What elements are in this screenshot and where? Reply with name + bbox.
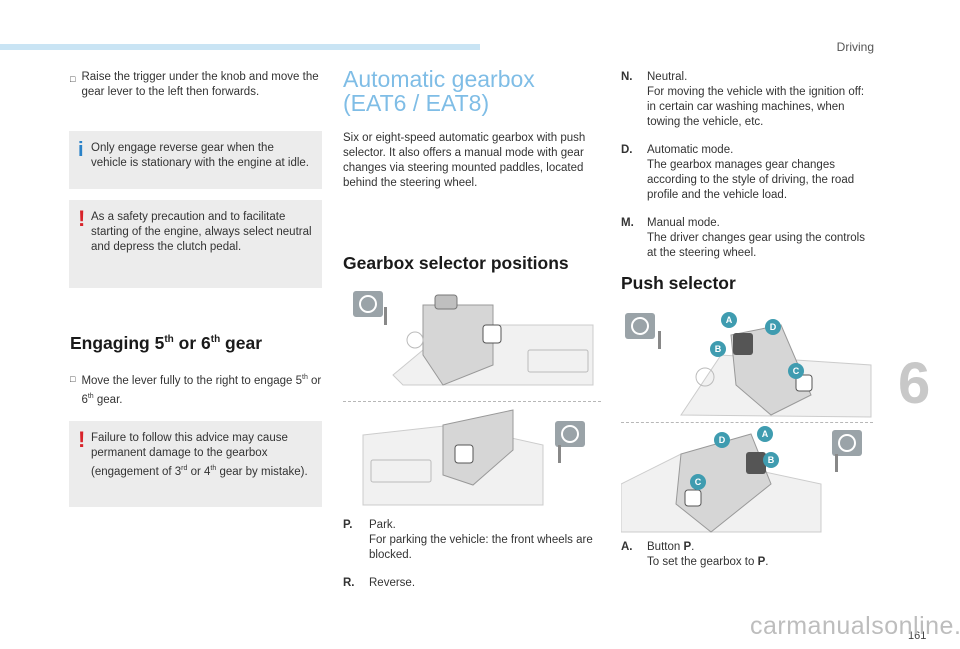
label-c-badge-2: C (695, 477, 702, 487)
label-c-badge: C (793, 366, 800, 376)
label-a-badge: A (726, 315, 733, 325)
position-d: D. Automatic mode.The gearbox manages ge… (621, 144, 855, 201)
selector-positions-heading: Gearbox selector positions (343, 253, 569, 273)
checkbox-bullet-icon: □ (70, 74, 76, 84)
push-selector-illustration-2: A B C D (621, 426, 862, 533)
chapter-number: 6 (898, 351, 931, 416)
illustration-divider-2 (621, 422, 873, 423)
engaging-gear-heading: Engaging 5th or 6th gear (70, 333, 263, 353)
button-a-description: A. Button P. To set the gearbox to P. (621, 540, 873, 583)
info-text: Only engage reverse gear when the vehicl… (91, 142, 309, 169)
bullet-text: Raise the trigger under the knob and mov… (81, 71, 319, 98)
bullet-engage-gear: □ Move the lever fully to the right to e… (70, 370, 322, 408)
positions-list-b: N. Neutral.For moving the vehicle with t… (621, 70, 873, 274)
push-selector-illustration-1: A B C D (625, 312, 872, 418)
steering-wheel-icon (561, 425, 579, 443)
label-d-badge-2: D (719, 435, 726, 445)
position-r: R. Reverse. (343, 577, 416, 589)
watermark: carmanualsonline.info (750, 612, 960, 640)
push-selector-heading: Push selector (621, 273, 736, 293)
gear-selector-illustration-1 (353, 291, 594, 386)
steering-wheel-icon-box (555, 421, 585, 447)
steering-wheel-icon-box (353, 291, 383, 317)
intro-text: Six or eight-speed automatic gearbox wit… (343, 132, 586, 189)
label-d-badge: D (770, 322, 777, 332)
bullet-raise-trigger: □ Raise the trigger under the knob and m… (70, 70, 322, 100)
position-p: P. Park.For parking the vehicle: the fro… (343, 519, 593, 561)
info-icon: i (78, 139, 84, 161)
info-box: i Only engage reverse gear when the vehi… (69, 131, 322, 189)
warning-icon: ! (78, 206, 86, 231)
illustration-divider (343, 401, 601, 402)
bullet-text: Move the lever fully to the right to eng… (81, 374, 322, 406)
label-b-badge: B (715, 344, 722, 354)
warning-text: Failure to follow this advice may cause … (91, 432, 308, 478)
steering-wheel-icon (359, 295, 377, 313)
warning-box-neutral: ! As a safety precaution and to facilita… (69, 200, 322, 288)
top-accent-bar (0, 44, 480, 50)
warning-box-damage: ! Failure to follow this advice may caus… (69, 421, 322, 507)
label-b-badge-2: B (768, 455, 775, 465)
label-a-badge-2: A (762, 429, 769, 439)
warning-icon: ! (78, 427, 86, 452)
positions-list-a: P. Park.For parking the vehicle: the fro… (343, 518, 601, 604)
position-m: M. Manual mode.The driver changes gear u… (621, 217, 865, 259)
section-title: Automatic gearbox(EAT6 / EAT8) (343, 66, 535, 116)
chapter-title: Driving (836, 40, 874, 54)
button-a-item: A. Button P. To set the gearbox to P. (621, 541, 769, 568)
position-n: N. Neutral.For moving the vehicle with t… (621, 71, 865, 128)
page-number: 161 (908, 630, 927, 642)
warning-text: As a safety precaution and to facilitate… (91, 211, 312, 253)
gear-selector-illustration-2 (362, 409, 585, 506)
checkbox-bullet-icon: □ (70, 374, 76, 384)
